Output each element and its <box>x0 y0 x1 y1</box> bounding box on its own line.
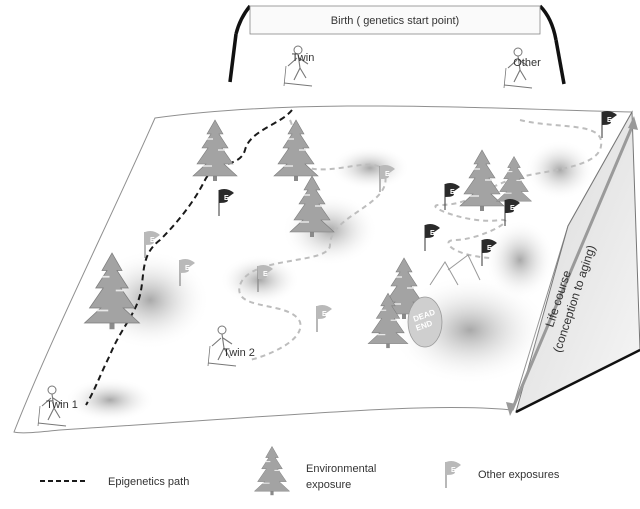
legend-epigenetics-label: Epigenetics path <box>108 476 189 488</box>
legend-flag-icon <box>445 460 462 489</box>
banner-net <box>249 5 541 35</box>
legend: Epigenetics path Environmental exposure … <box>40 445 560 496</box>
epigenetics-path <box>85 109 293 406</box>
banner-text: Birth ( genetics start point) <box>331 15 459 27</box>
birth-banner: Birth ( genetics start point) <box>228 4 566 85</box>
twin-label-top: Twin <box>292 52 315 64</box>
dead-end-sign: DEAD END <box>407 296 443 348</box>
legend-environment-label-1: Environmental <box>306 463 376 475</box>
twin1-label: Twin 1 <box>46 399 78 411</box>
legend-tree-icon <box>253 445 291 496</box>
twin2-label: Twin 2 <box>223 347 255 359</box>
other-label-top: Other <box>513 57 541 69</box>
other-exposure-path <box>434 119 603 259</box>
legend-other-label: Other exposures <box>478 469 560 481</box>
legend-environment-label-2: exposure <box>306 479 351 491</box>
life-course-arrow <box>506 116 638 416</box>
